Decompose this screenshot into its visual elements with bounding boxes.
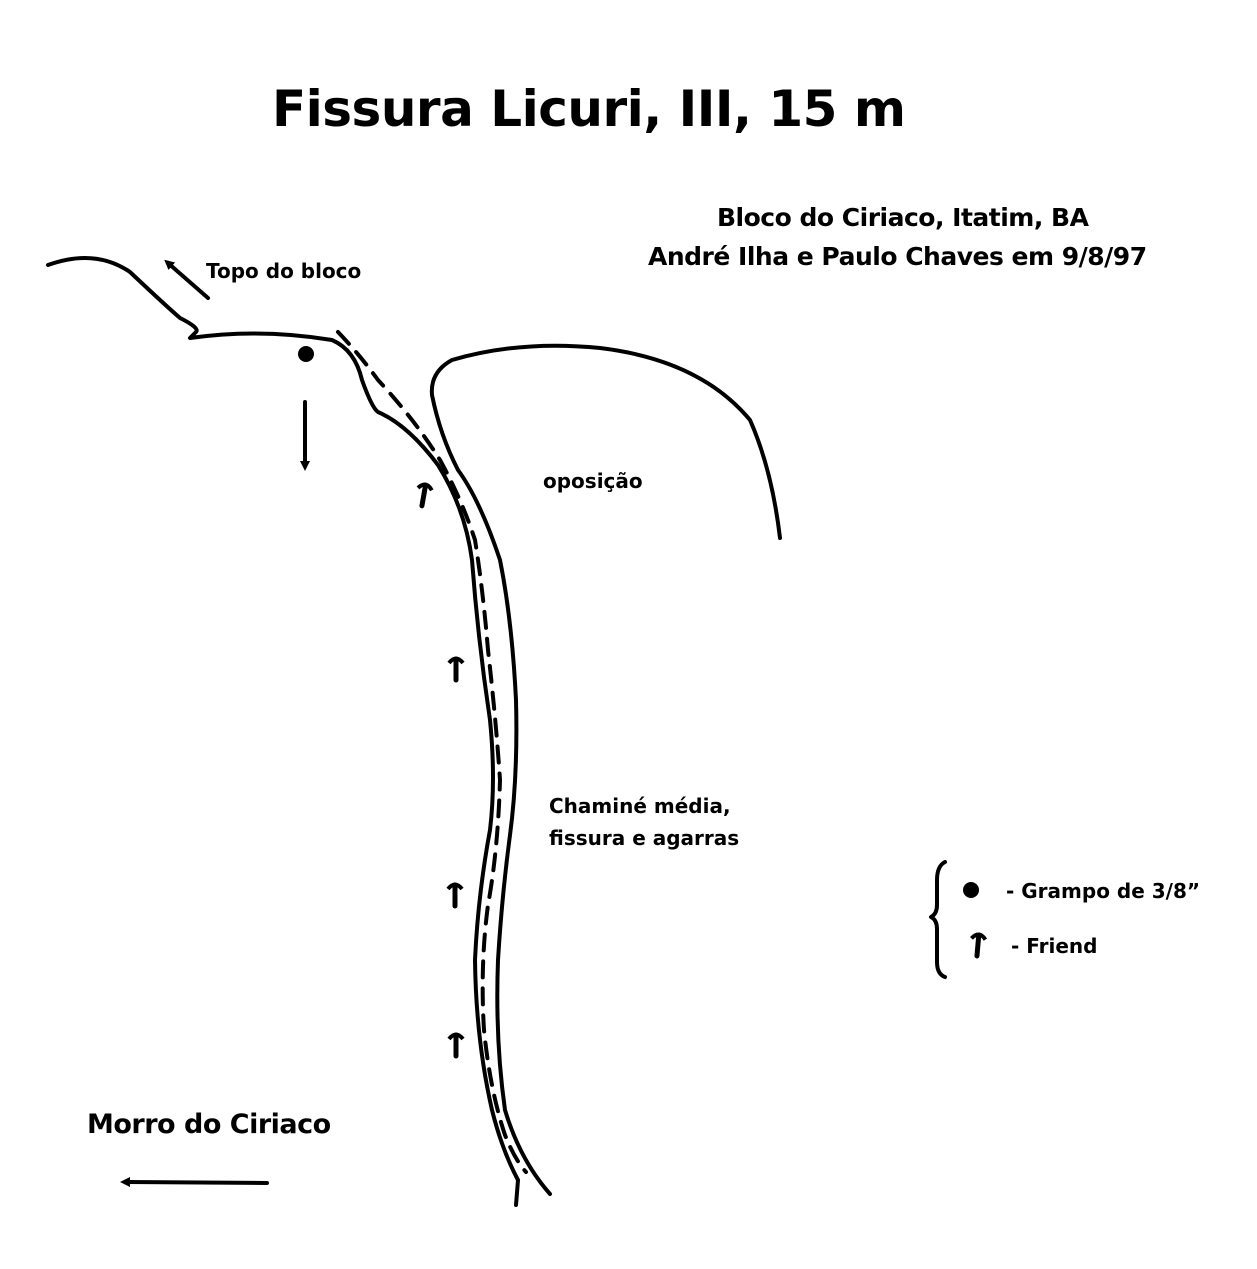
oposicao-label: oposição bbox=[543, 469, 643, 493]
route-line bbox=[336, 330, 528, 1174]
friend-cam-icon bbox=[448, 885, 462, 907]
friend-cam-icon bbox=[415, 483, 433, 507]
friend-cam-icon bbox=[449, 1035, 463, 1057]
location-line: Bloco do Ciriaco, Itatim, BA bbox=[717, 203, 1089, 232]
boulder-outline bbox=[429, 343, 782, 1196]
morro-arrow bbox=[120, 1177, 269, 1188]
legend-friend-label: - Friend bbox=[1011, 934, 1098, 958]
chamine-label-line1: Chaminé média, bbox=[549, 794, 731, 818]
first-ascent-line: André Ilha e Paulo Chaves em 9/8/97 bbox=[648, 242, 1147, 271]
friend-cam-icon bbox=[449, 659, 463, 681]
block-top-outline bbox=[46, 255, 520, 1207]
legend-brace bbox=[929, 860, 947, 979]
legend-grampo-icon bbox=[963, 882, 979, 898]
topo-arrow bbox=[164, 259, 210, 300]
legend-grampo-label: - Grampo de 3/8” bbox=[1006, 879, 1201, 903]
bolt-dot-icon bbox=[298, 346, 314, 362]
topo-label: Topo do bloco bbox=[206, 259, 362, 283]
legend-friend-icon bbox=[970, 934, 986, 957]
chamine-label-line2: fissura e agarras bbox=[549, 826, 740, 850]
route-title: Fissura Licuri, III, 15 m bbox=[272, 80, 906, 138]
morro-label: Morro do Ciriaco bbox=[87, 1109, 331, 1140]
